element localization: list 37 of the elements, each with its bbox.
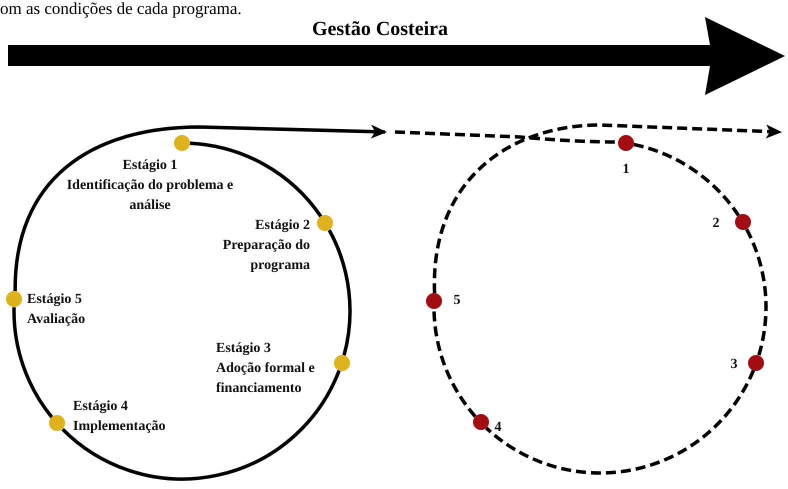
point-dot [472, 414, 489, 430]
stage-label: Estágio 4 [73, 398, 129, 416]
connector-line [485, 369, 756, 475]
connector-line [61, 370, 341, 481]
point-number: 2 [712, 215, 720, 233]
connector-line [745, 228, 768, 356]
point-dot [618, 135, 634, 152]
stage-label: Estágio 3 [216, 340, 272, 358]
stage-label: Estágio 1 [122, 157, 178, 175]
stage-label: Preparação do programa [222, 237, 310, 275]
text-fragment: om as condições de cada programa. [0, 0, 242, 18]
connector-line [432, 309, 477, 418]
point-number: 4 [494, 419, 502, 437]
point-number: 5 [452, 292, 462, 310]
stage-label: Estágio 5 [27, 291, 83, 309]
stage-label: Avaliação [27, 311, 86, 329]
stage-dot [174, 135, 190, 151]
stage-label: Estágio 2 [254, 217, 310, 235]
point-number: 3 [730, 356, 738, 374]
connector-line [328, 229, 352, 356]
connector-line [633, 142, 740, 217]
point-dot [734, 214, 751, 230]
point-dot [426, 293, 442, 310]
stage-dot [6, 291, 22, 308]
stage-label: Identificação do problema e análise [66, 177, 234, 215]
stage-label: Implementação [73, 418, 167, 436]
connector-line [190, 141, 322, 218]
point-number: 1 [622, 161, 630, 179]
connector-line [12, 307, 54, 418]
stage-dot [317, 215, 334, 232]
stage-label: Adoção formal e financiamento [216, 360, 316, 398]
point-dot [748, 354, 764, 371]
arrow [13, 124, 387, 292]
stage-dot [49, 415, 66, 432]
stage-dot [334, 354, 350, 371]
arrow [432, 123, 782, 294]
title: Gestão Costeira [310, 17, 450, 41]
